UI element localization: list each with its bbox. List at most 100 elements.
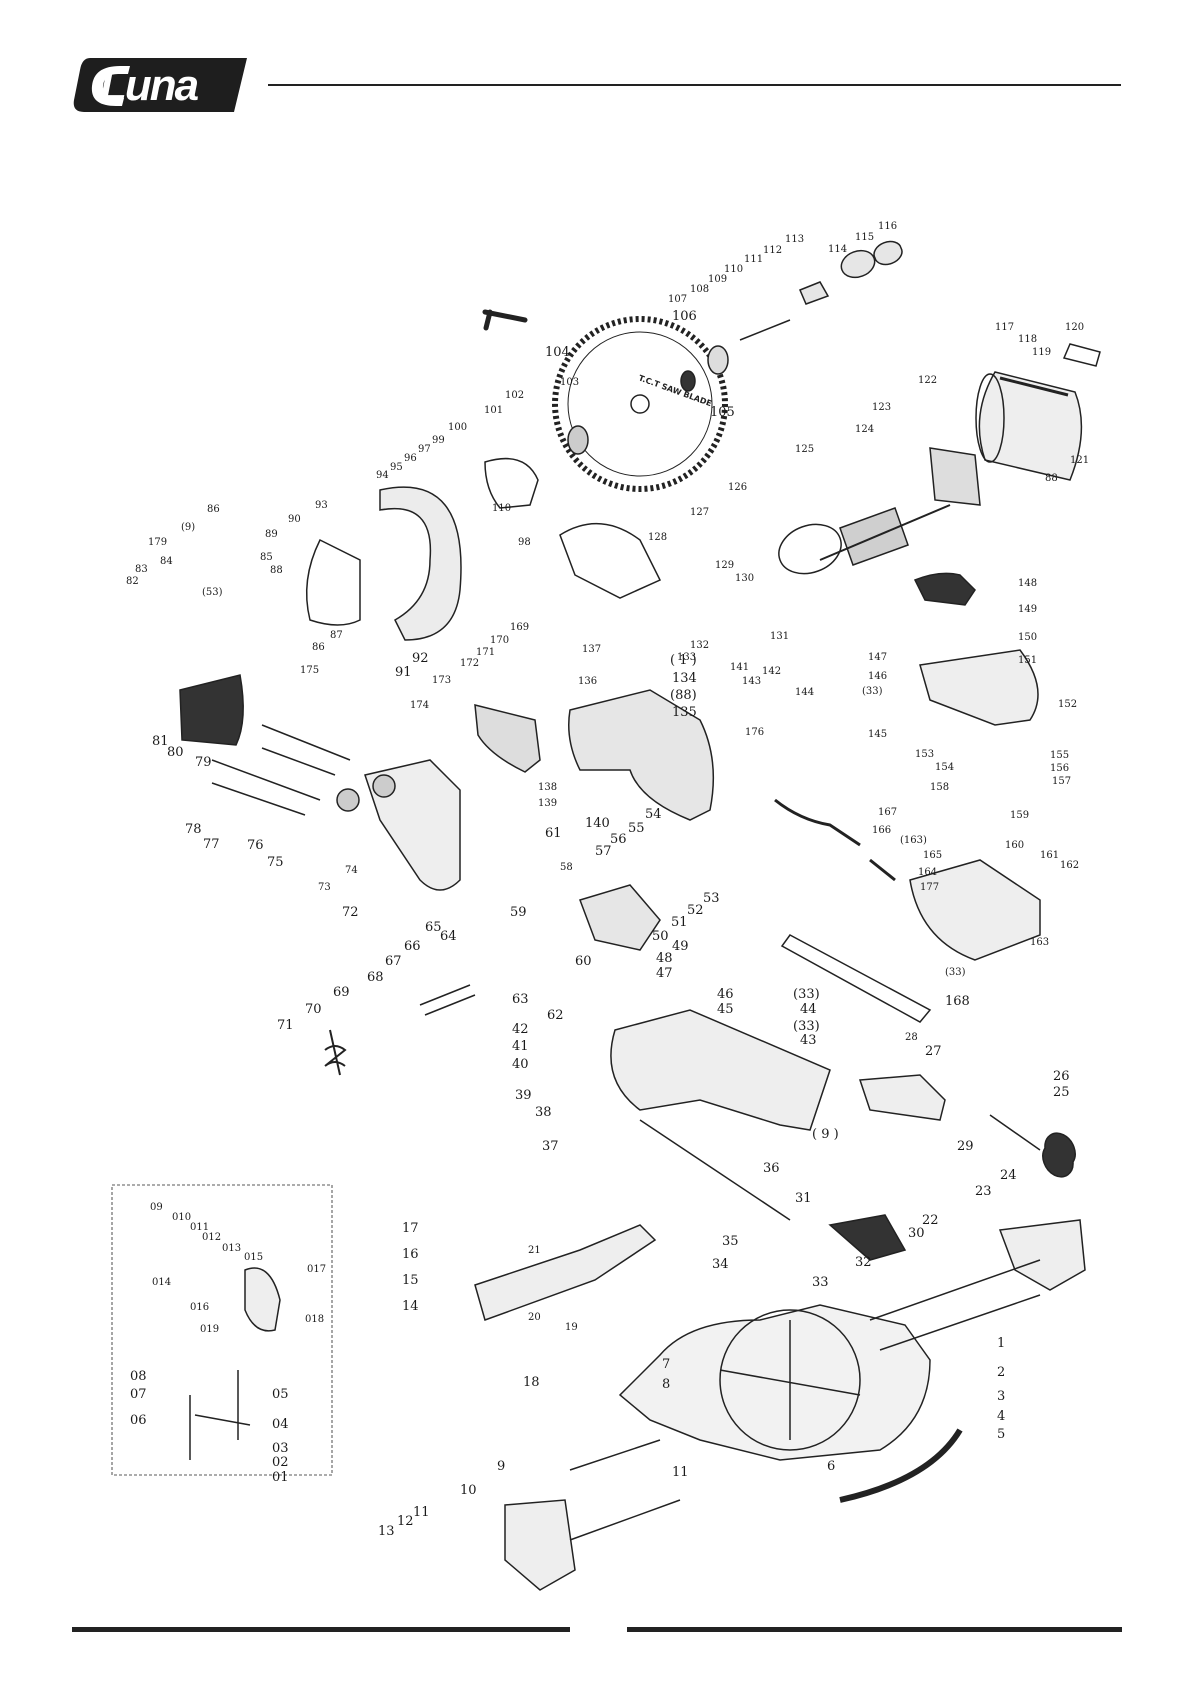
callout-106: 106 <box>672 309 697 324</box>
clamp-kit-part <box>244 1267 281 1332</box>
callout-140: 140 <box>585 816 610 831</box>
callout-115: 115 <box>855 232 874 243</box>
callout-158: 158 <box>930 782 949 793</box>
callout-011: 011 <box>190 1222 209 1233</box>
callout-95: 95 <box>390 462 403 473</box>
footer-rule-right <box>627 1627 1122 1632</box>
turntable-arm-part <box>610 1009 831 1131</box>
callout-6: 6 <box>827 1459 835 1474</box>
saw-blade-part <box>552 316 728 492</box>
callout-61: 61 <box>545 826 562 841</box>
callout-65: 65 <box>425 920 442 935</box>
callout-163: 163 <box>1030 937 1049 948</box>
callout-09: 09 <box>150 1202 163 1213</box>
flange-part <box>680 370 696 392</box>
callout-8: 8 <box>662 1377 670 1392</box>
callout-47: 47 <box>656 966 673 981</box>
callout-76: 76 <box>247 838 264 853</box>
callout-55: 55 <box>628 821 645 836</box>
callout-81: 81 <box>152 734 169 749</box>
callout-162: 162 <box>1060 860 1079 871</box>
callout-128: 128 <box>648 532 667 543</box>
callout-1-arm: ( 1 ) <box>670 653 697 668</box>
callout-122: 122 <box>918 375 937 386</box>
callout-014: 014 <box>152 1277 171 1288</box>
callout-126: 126 <box>728 482 747 493</box>
callout-018: 018 <box>305 1314 324 1325</box>
callout-06: 06 <box>130 1413 147 1428</box>
callout-73: 73 <box>318 882 331 893</box>
blade-shroud-part <box>559 523 662 599</box>
callout-116: 116 <box>878 221 897 232</box>
callout-13: 13 <box>378 1524 395 1539</box>
callout-54: 54 <box>645 807 662 822</box>
callout-93: 93 <box>315 500 328 511</box>
callout-100: 100 <box>448 422 467 433</box>
carriage-bushing-part <box>372 774 396 798</box>
callout-103: 103 <box>560 377 579 388</box>
hex-key-part <box>482 309 528 331</box>
handle-base-part <box>919 649 1039 726</box>
callout-99: 99 <box>432 435 445 446</box>
callout-14: 14 <box>402 1299 419 1314</box>
callout-139: 139 <box>538 798 557 809</box>
callout-132: 132 <box>690 640 709 651</box>
callout-58: 58 <box>560 862 573 873</box>
motor-housing-part <box>975 371 1083 481</box>
callout-84: 84 <box>160 556 173 567</box>
callout-26: 26 <box>1053 1069 1070 1084</box>
slide-rail-part <box>211 724 351 816</box>
callout-174: 174 <box>410 700 429 711</box>
armature-part <box>819 504 951 566</box>
miter-scale-part <box>839 1428 963 1503</box>
callout-157: 157 <box>1052 776 1071 787</box>
callout-41: 41 <box>512 1039 529 1054</box>
callout-108: 108 <box>690 284 709 295</box>
callout-83: 83 <box>135 564 148 575</box>
callout-9: 9 <box>497 1459 505 1474</box>
callout-94: 94 <box>376 470 389 481</box>
callout-07: 07 <box>130 1387 147 1402</box>
callout-04: 04 <box>272 1417 289 1432</box>
callout-74: 74 <box>345 865 358 876</box>
callout-151: 151 <box>1018 655 1037 666</box>
base-extension-part <box>998 1219 1086 1291</box>
saw-base-part <box>618 1304 931 1461</box>
callout-154: 154 <box>935 762 954 773</box>
callout-22: 22 <box>922 1213 939 1228</box>
callout-50: 50 <box>652 929 669 944</box>
callout-89: 89 <box>265 529 278 540</box>
callout-120: 120 <box>1065 322 1084 333</box>
callout-66: 66 <box>404 939 421 954</box>
callout-161: 161 <box>1040 850 1059 861</box>
callout-143: 143 <box>742 676 761 687</box>
callout-71: 71 <box>277 1018 294 1033</box>
lock-rod-part <box>639 1119 791 1221</box>
callout-147: 147 <box>868 652 887 663</box>
callout-114: 114 <box>828 244 847 255</box>
callout-113: 113 <box>785 234 804 245</box>
callout-01: 01 <box>272 1470 289 1485</box>
callout-27: 27 <box>925 1044 942 1059</box>
callout-31: 31 <box>795 1191 812 1206</box>
callout-125: 125 <box>795 444 814 455</box>
callout-016: 016 <box>190 1302 209 1313</box>
callout-60: 60 <box>575 954 592 969</box>
callout-32: 32 <box>855 1255 872 1270</box>
callout-28: 28 <box>905 1032 918 1043</box>
label-plate-part <box>1062 343 1101 367</box>
callout-117: 117 <box>995 322 1014 333</box>
callout-4: 4 <box>997 1409 1005 1424</box>
pivot-shaft-part <box>419 984 476 1016</box>
callout-23: 23 <box>975 1184 992 1199</box>
clamp-screw-part <box>189 1370 251 1460</box>
bearing-cap-part <box>778 523 842 575</box>
clamp-kit-frame <box>111 1184 333 1476</box>
callout-176: 176 <box>745 727 764 738</box>
lower-guard-part <box>305 538 361 626</box>
callout-88-arm: (88) <box>670 688 697 703</box>
callout-160: 160 <box>1005 840 1024 851</box>
callout-21: 21 <box>528 1245 541 1256</box>
header-rule <box>268 84 1121 86</box>
callout-167: 167 <box>878 807 897 818</box>
